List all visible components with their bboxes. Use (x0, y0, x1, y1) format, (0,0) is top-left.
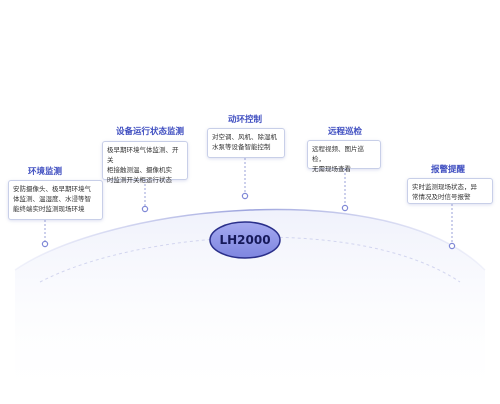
node-dot-alarm (448, 242, 456, 250)
node-line: 极早期环境气体监测、开关 (107, 146, 179, 165)
node-box-remote: 远程视频、图片巡检， 无需现场查看 (307, 140, 381, 173)
node-line: 实时监测现场状态，异 (412, 183, 477, 191)
node-title-env: 环境监测 (27, 167, 62, 177)
node-box-env: 安防摄像头、极早期环境气 体监测、温湿度、水浸等智 能终端实时监测现场环境 (8, 180, 103, 220)
node-title-power: 动环控制 (227, 115, 262, 125)
center-label: LH2000 (219, 232, 271, 247)
node-dot-env (41, 240, 49, 248)
main-arc (14, 208, 486, 271)
node-line: 柜接触测温、摄像机实 (107, 166, 172, 175)
node-line: 能终端实时监测现场环境 (13, 205, 85, 214)
node-line: 安防摄像头、极早期环境气 (13, 185, 91, 193)
node-title-equip: 设备运行状态监测 (115, 127, 184, 137)
center-ellipse (209, 221, 281, 259)
node-box-alarm: 实时监测现场状态，异 常情况及时信号报警 (407, 178, 493, 204)
dome-background (15, 209, 485, 404)
node-line: 体监测、温湿度、水浸等智 (13, 195, 91, 204)
node-line: 水泵等设备智能控制 (212, 143, 271, 152)
node-box-equip: 极早期环境气体监测、开关 柜接触测温、摄像机实 时监测开关柜运行状态 (102, 141, 188, 184)
node-dot-power (241, 192, 249, 200)
node-title-alarm: 报警提醒 (430, 165, 465, 175)
node-title-remote: 远程巡检 (327, 127, 362, 137)
node-line: 常情况及时信号报警 (412, 193, 471, 202)
node-line: 对空调、风机、除湿机 (212, 133, 277, 141)
node-line: 无需现场查看 (312, 165, 351, 174)
node-box-power: 对空调、风机、除湿机 水泵等设备智能控制 (207, 128, 285, 158)
node-dot-equip (141, 205, 149, 213)
node-line: 远程视频、图片巡检， (312, 145, 364, 164)
node-dot-remote (341, 204, 349, 212)
node-line: 时监测开关柜运行状态 (107, 176, 172, 185)
